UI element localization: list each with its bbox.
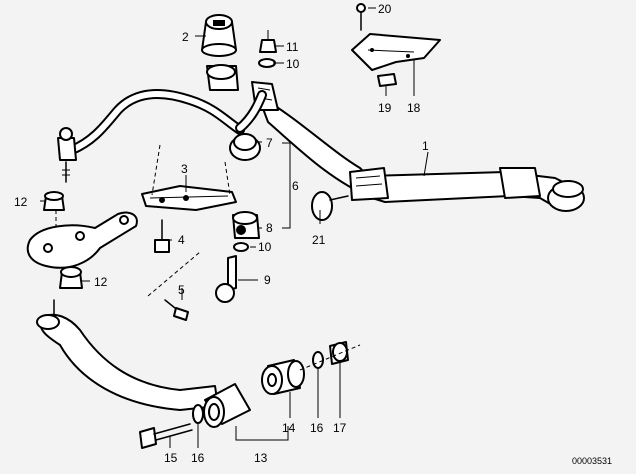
nut-17 <box>329 341 349 365</box>
control-arm <box>36 299 219 411</box>
callout-10-upper: 10 <box>286 57 300 71</box>
callout-4: 4 <box>178 233 185 247</box>
callout-10-lower: 10 <box>258 240 272 254</box>
cross-member <box>251 81 585 212</box>
stop-buffer-21 <box>311 191 349 221</box>
catalog-code: 00003531 <box>572 456 612 466</box>
link-plate <box>26 210 138 269</box>
clip-nut-19 <box>377 73 397 87</box>
callout-2: 2 <box>182 30 189 44</box>
callout-3: 3 <box>181 162 188 176</box>
washer-10 <box>233 242 249 252</box>
callout-15: 15 <box>164 451 178 465</box>
callout-1: 1 <box>422 139 429 153</box>
bushing-13 <box>203 383 251 428</box>
callout-8: 8 <box>266 221 273 235</box>
callout-13: 13 <box>254 451 268 465</box>
callout-11: 11 <box>286 40 299 54</box>
callout-6: 6 <box>292 179 299 193</box>
bushing-7 <box>229 133 261 161</box>
bushing-8 <box>232 211 260 239</box>
rubber-mount <box>201 14 237 57</box>
clamp <box>206 64 239 91</box>
mounting-bracket <box>141 144 237 211</box>
callout-16-left: 16 <box>191 451 205 465</box>
nut-12-upper <box>43 191 65 211</box>
leader-lines <box>40 7 429 448</box>
assembly-axis <box>299 344 361 371</box>
callout-12-upper: 12 <box>14 195 28 209</box>
callout-21: 21 <box>312 233 326 247</box>
callout-12-lower: 12 <box>94 275 108 289</box>
nut-and-washer-top <box>258 30 277 68</box>
callout-5: 5 <box>178 283 185 297</box>
callout-9: 9 <box>264 273 271 287</box>
callout-16-right: 16 <box>310 421 324 435</box>
nut-12-lower <box>59 266 83 289</box>
washer-16-left <box>192 404 204 424</box>
plate-18 <box>351 33 441 71</box>
callout-14: 14 <box>282 421 296 435</box>
hex-bolt-15 <box>139 423 193 449</box>
washer-16-right <box>312 351 324 369</box>
callout-18: 18 <box>407 101 421 115</box>
callout-20: 20 <box>378 2 392 16</box>
callout-17: 17 <box>333 421 347 435</box>
stabilizer-bar <box>57 89 267 183</box>
callout-19: 19 <box>378 101 392 115</box>
bolt-9 <box>215 255 237 303</box>
callout-labels: 1 2 3 4 5 6 7 8 9 10 10 11 12 12 13 14 1… <box>14 2 612 466</box>
hex-bolt-5 <box>147 251 201 321</box>
hex-bolt-4 <box>154 219 170 253</box>
callout-7: 7 <box>266 136 273 150</box>
rubber-bushing-14 <box>261 359 305 395</box>
